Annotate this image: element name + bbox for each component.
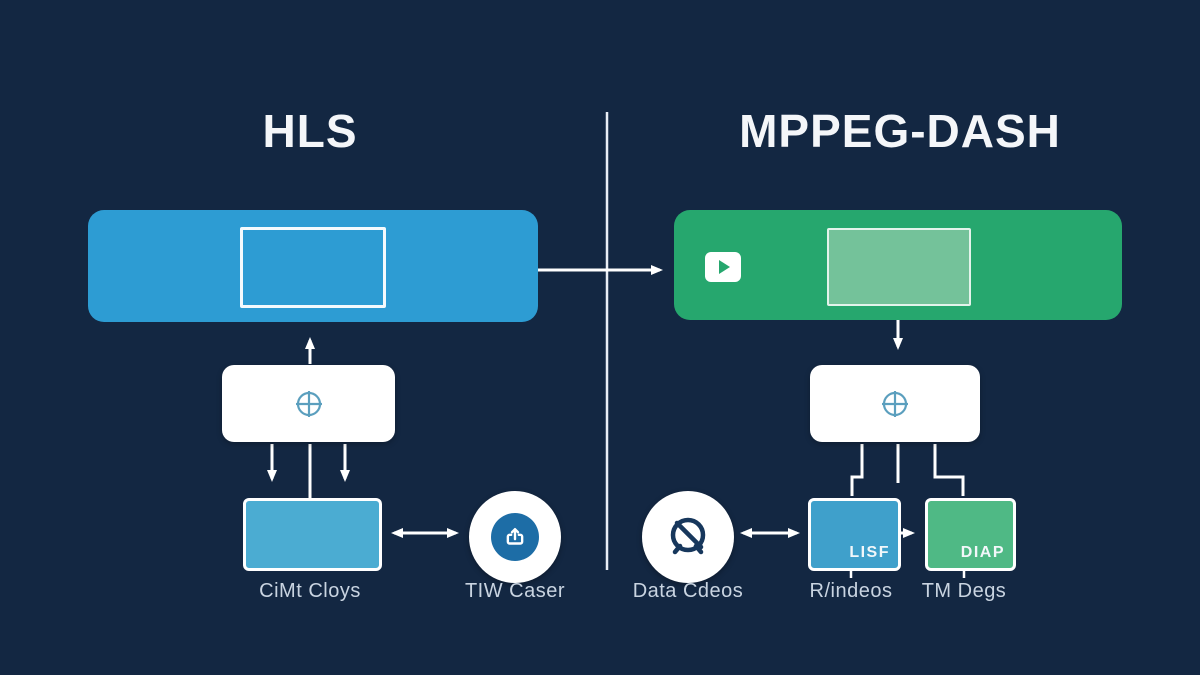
screen-outline-icon — [827, 228, 971, 306]
crosshair-icon — [882, 390, 908, 417]
hls-segments-label: CiMt Cloys — [259, 580, 361, 602]
dash-segment-box: DIAP — [925, 498, 1016, 571]
dash-data-circle — [642, 491, 734, 583]
manifest-box-code: LISF — [849, 544, 890, 561]
dash-data-label: Data Cdeos — [632, 580, 744, 602]
connector-process-to-lisf — [850, 444, 864, 496]
dash-manifest-label: R/indeos — [809, 580, 893, 602]
hls-player-circle — [469, 491, 561, 583]
no-signal-icon — [670, 517, 706, 555]
play-triangle — [719, 260, 730, 274]
hls-process-box — [222, 365, 395, 442]
upload-icon-badge — [491, 513, 539, 561]
screen-outline-icon — [240, 227, 386, 308]
dash-segment-label: TM Degs — [921, 580, 1007, 602]
upload-icon — [506, 528, 524, 545]
hls-segments-box — [243, 498, 382, 571]
play-icon — [705, 252, 741, 282]
crosshair-icon — [295, 390, 322, 417]
connector-process-to-diap — [933, 444, 965, 496]
dash-process-box — [810, 365, 980, 442]
mpeg-dash-title: MPPEG-DASH — [739, 105, 1061, 157]
hls-player-label: TIW Caser — [464, 580, 566, 602]
hls-title: HLS — [262, 105, 358, 157]
dash-manifest-box: LISF — [808, 498, 901, 571]
segment-box-code: DIAP — [960, 544, 1005, 561]
